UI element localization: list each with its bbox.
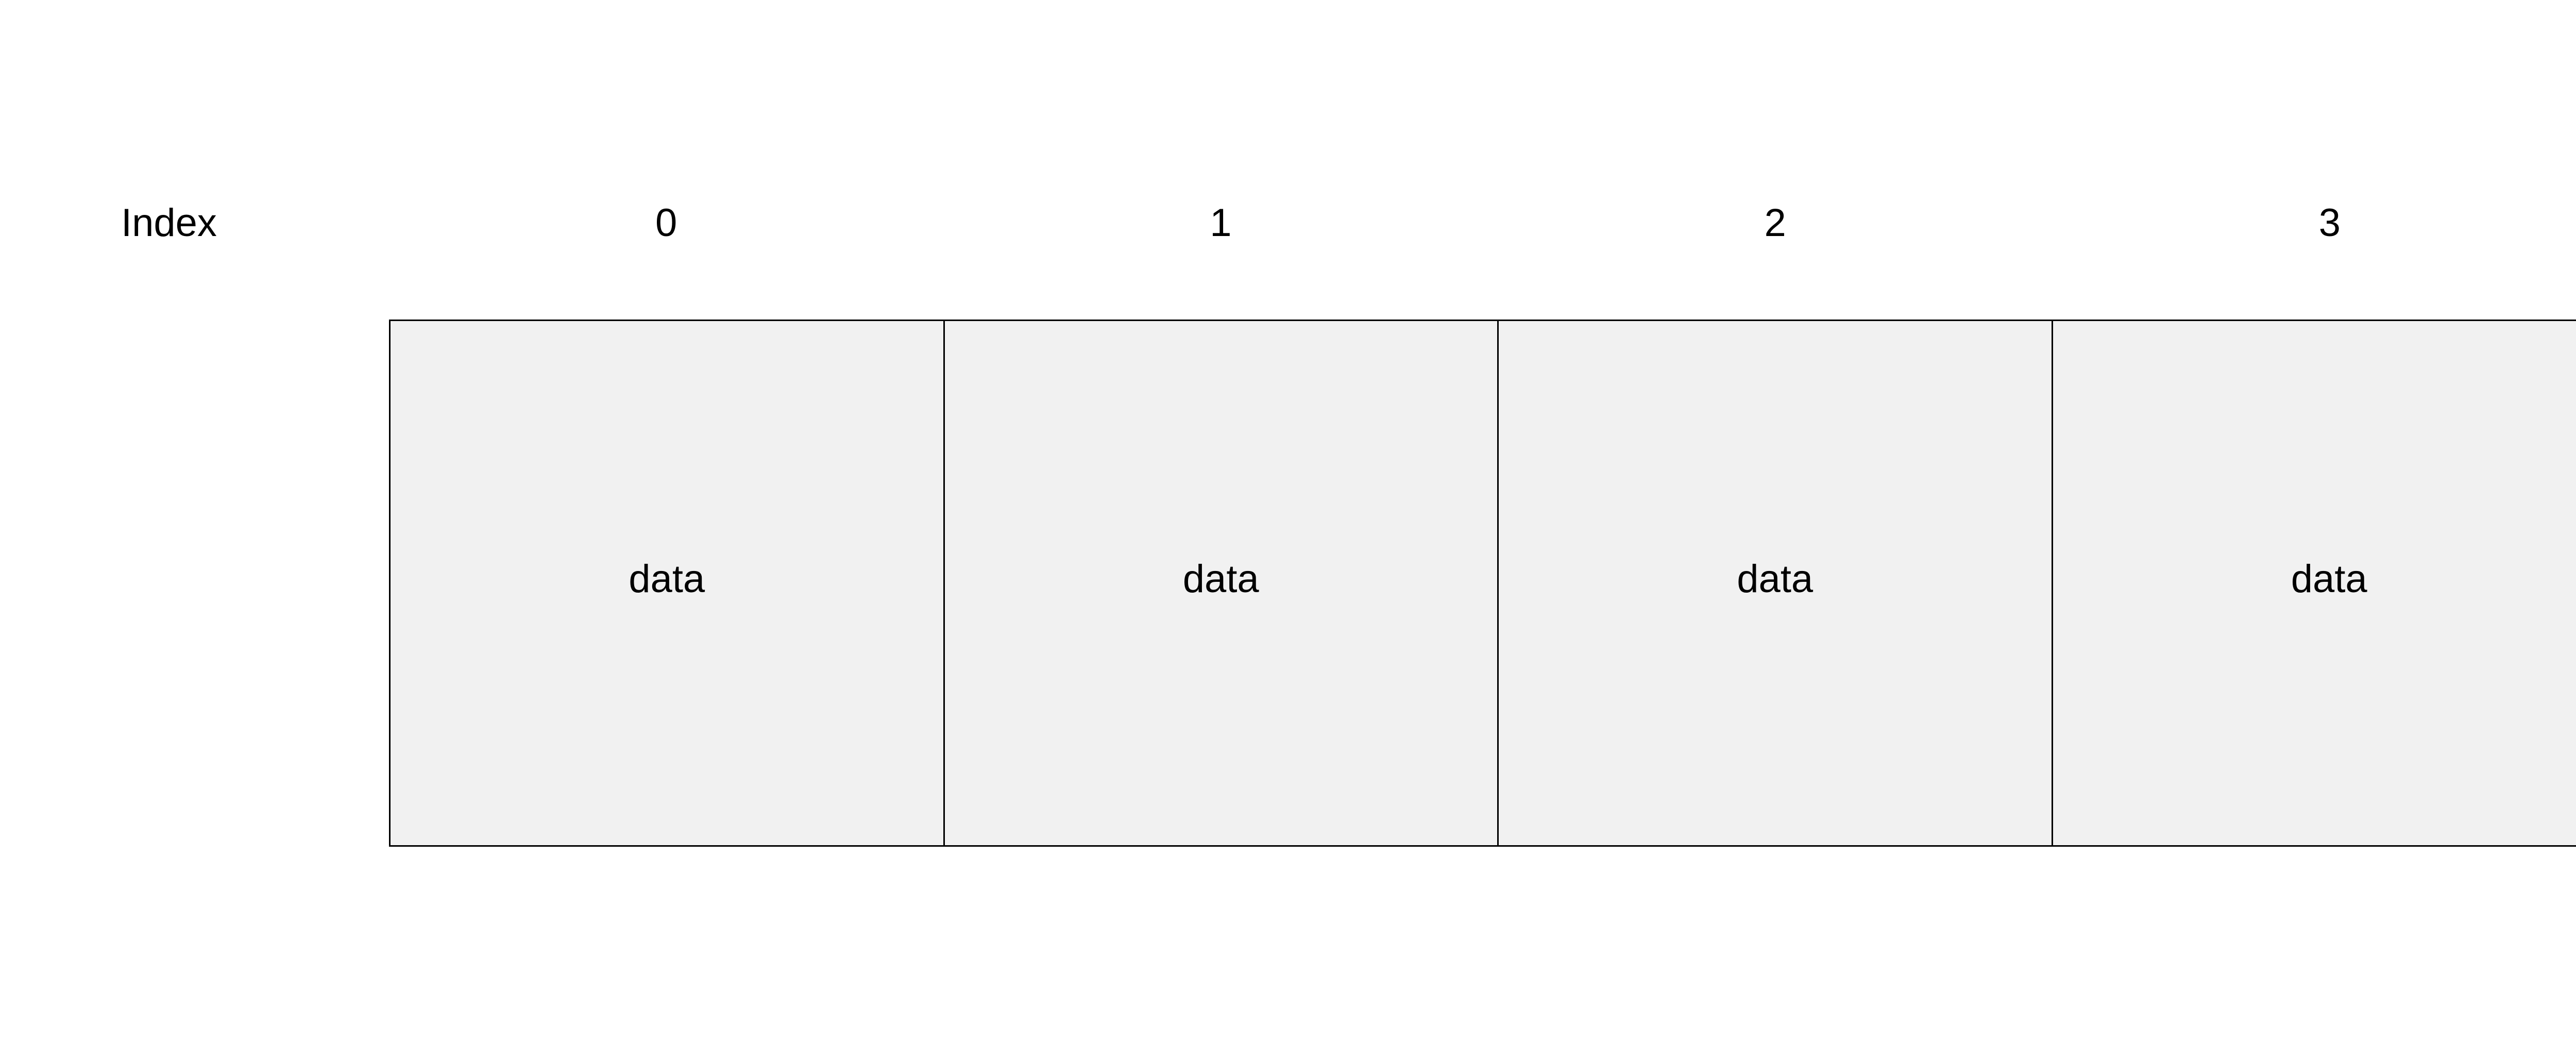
index-number-0: 0 [655,201,677,245]
index-number-2: 2 [1764,201,1786,245]
index-row-label: Index [121,201,217,245]
index-header-row: Index 0 1 2 3 [0,193,2576,253]
array-cell-0: data [391,321,945,845]
array-cell-label-3: data [2291,557,2367,601]
array-cell-1: data [944,321,1499,845]
index-number-1: 1 [1210,201,1232,245]
array-cell-label-0: data [629,557,705,601]
array-cell-3: data [2053,321,2576,845]
index-number-list: 0 1 2 3 [389,193,2576,253]
array-cell-label-1: data [1182,557,1259,601]
array-container: data data data data [389,320,2576,847]
array-cell-label-2: data [1737,557,1814,601]
array-cell-2: data [1499,321,2053,845]
index-number-3: 3 [2318,201,2341,245]
